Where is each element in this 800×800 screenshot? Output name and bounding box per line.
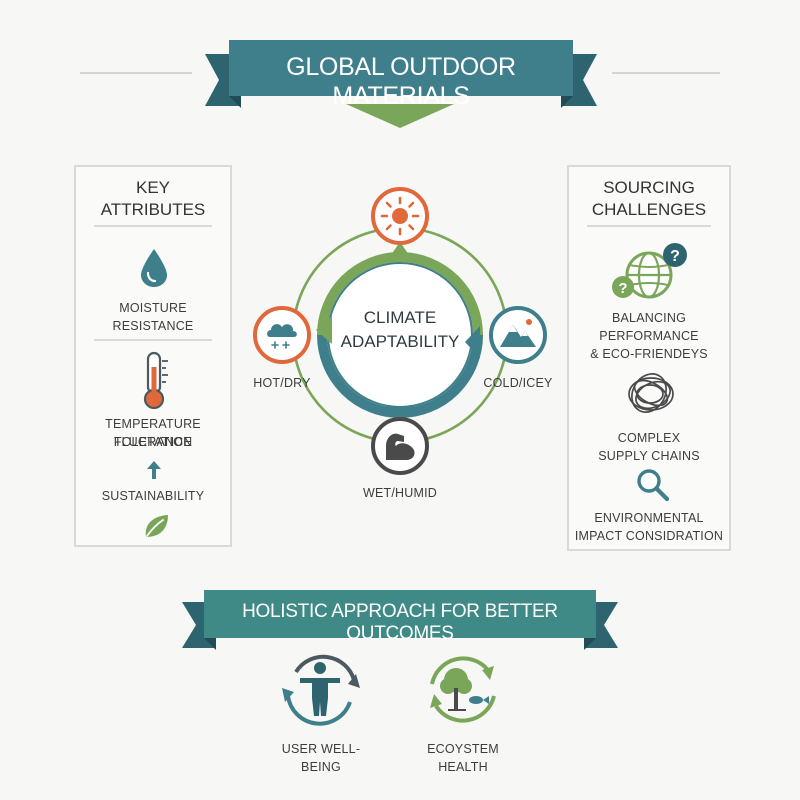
balancing-line1: BALANCING <box>611 311 687 325</box>
header-rule-left <box>80 72 192 74</box>
sourcing-title-line2: CHALLENGES <box>591 200 707 219</box>
header-rule-right <box>612 72 720 74</box>
sustainability-label: SUSTAINABILITY <box>101 489 205 503</box>
svg-text:?: ? <box>670 248 680 265</box>
climate-label-line1: CLIMATE <box>363 308 437 327</box>
key-attributes-title-line2: ATTRIBUTES <box>100 200 206 219</box>
svg-text:?: ? <box>618 280 627 297</box>
balancing-line3: & ECO-FRIENDEYS <box>590 347 708 361</box>
temperature-tolerance-line1: TEMPERATURE FLUCTATION <box>105 417 201 449</box>
sourcing-title-line1: SOURCING <box>603 178 695 197</box>
up-arrow-icon <box>147 461 161 479</box>
footer-banner: HOLISTIC APPROACH FOR BETTER OUTCOMES <box>182 590 618 652</box>
panel-divider <box>94 339 212 341</box>
panel-divider <box>94 225 212 227</box>
down-arrow-icon <box>346 104 454 128</box>
snow-cloud-icon <box>253 306 311 364</box>
globe-question-icon: ? ? <box>612 243 687 299</box>
user-well-being-label: USER WELL-BEING <box>281 742 361 774</box>
complex-supply-line2: SUPPLY CHAINS <box>598 449 700 463</box>
sourcing-challenges-panel: SOURCING CHALLENGES ? ? BALANCING PERFOR… <box>567 165 731 551</box>
sun-icon <box>371 187 429 245</box>
moisture-resistance-line1: MOISTURE <box>119 301 187 315</box>
complex-supply-line1: COMPLEX <box>617 431 681 445</box>
water-drop-icon <box>141 249 167 287</box>
flexed-arm-icon <box>371 417 429 475</box>
environmental-line2: IMPACT CONSIDRATION <box>574 529 724 543</box>
footer-title: HOLISTIC APPROACH FOR BETTER OUTCOMES <box>242 601 558 644</box>
moisture-resistance-line2: RESISTANCE <box>112 319 194 333</box>
temperature-tolerance-line2: TOLERANCE <box>114 435 192 449</box>
thermometer-icon <box>143 351 168 410</box>
header-banner: GLOBAL OUTDOOR MATERIALS <box>205 38 597 114</box>
wet-humid-label: WET/HUMID <box>362 486 437 500</box>
ecosystem-health-label: ECOYSTEM HEALTH <box>427 742 499 774</box>
balancing-line2: PERFORMANCE <box>599 329 699 343</box>
magnifier-icon <box>637 469 670 502</box>
tangled-chain-icon <box>628 373 674 413</box>
key-attributes-panel: KEY ATTRIBUTES MOISTURE RESISTANCE TEMPE… <box>74 165 232 547</box>
person-cycle-icon <box>282 654 360 726</box>
tree-fish-cycle-icon <box>430 656 496 723</box>
hot-dry-label: HOT/DRY <box>253 376 311 390</box>
climate-label-line2: ADAPTABILITY <box>340 332 460 351</box>
mountain-icon <box>489 306 547 364</box>
panel-divider <box>587 225 711 227</box>
cold-icey-label: COLD/ICEY <box>483 376 553 390</box>
key-attributes-title-line1: KEY <box>135 178 171 197</box>
leaf-icon <box>145 515 168 537</box>
environmental-line1: ENVIRONMENTAL <box>594 511 704 525</box>
page-title: GLOBAL OUTDOOR MATERIALS <box>286 53 516 110</box>
